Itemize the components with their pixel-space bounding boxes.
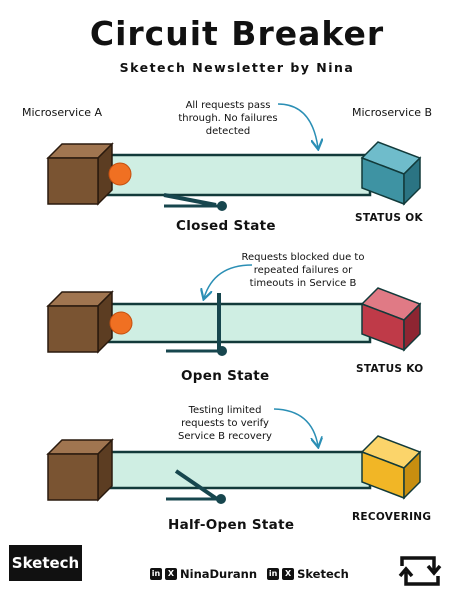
linkedin-icon[interactable]: in bbox=[150, 568, 162, 580]
pipe bbox=[98, 302, 372, 344]
open-state-label: Open State bbox=[181, 368, 270, 384]
microservice-a-box bbox=[46, 142, 114, 206]
microservice-b-box bbox=[360, 141, 422, 206]
open-row bbox=[46, 264, 422, 356]
half-open-note: Testing limited requests to verify Servi… bbox=[178, 405, 272, 442]
microservice-a-label: Microservice A bbox=[22, 106, 103, 119]
pipe bbox=[98, 153, 372, 197]
retweet-icon[interactable] bbox=[398, 556, 442, 586]
status-ko-label: STATUS KO bbox=[356, 363, 424, 375]
closed-state-label: Closed State bbox=[176, 218, 276, 234]
pipe bbox=[98, 450, 372, 490]
microservice-b-box bbox=[360, 287, 422, 352]
closed-note: All requests pass through. No failures d… bbox=[178, 100, 278, 137]
handle-2[interactable]: Sketech bbox=[297, 567, 349, 581]
note-arrow bbox=[273, 408, 318, 446]
half-open-row bbox=[46, 408, 422, 504]
sketech-logo[interactable]: Sketech bbox=[9, 545, 82, 581]
microservice-b-label: Microservice B bbox=[352, 106, 433, 119]
logo-text: Sketech bbox=[11, 554, 80, 572]
open-switch bbox=[166, 293, 227, 356]
half-open-state-label: Half-Open State bbox=[168, 517, 295, 533]
page-title: Circuit Breaker bbox=[89, 14, 385, 53]
linkedin-icon[interactable]: in bbox=[267, 568, 280, 580]
microservice-b-box bbox=[360, 435, 422, 500]
closed-switch bbox=[163, 193, 227, 211]
request-ball bbox=[109, 311, 133, 335]
note-arrow bbox=[277, 103, 318, 148]
handle-1[interactable]: NinaDurann bbox=[180, 567, 258, 581]
half-open-switch bbox=[166, 469, 226, 504]
closed-row bbox=[46, 103, 422, 211]
note-arrow bbox=[204, 264, 253, 298]
status-ok-label: STATUS OK bbox=[355, 212, 423, 224]
microservice-a-box bbox=[46, 290, 114, 354]
x-icon[interactable]: X bbox=[165, 568, 177, 580]
page-subtitle: Sketech Newsletter by Nina bbox=[119, 60, 355, 75]
x-icon[interactable]: X bbox=[282, 568, 295, 580]
open-note: Requests blocked due to repeated failure… bbox=[241, 252, 365, 289]
social-handles: in X NinaDurann in X Sketech bbox=[150, 567, 349, 581]
request-ball bbox=[108, 162, 132, 186]
microservice-a-box bbox=[46, 438, 114, 502]
recovering-label: RECOVERING bbox=[352, 511, 432, 523]
